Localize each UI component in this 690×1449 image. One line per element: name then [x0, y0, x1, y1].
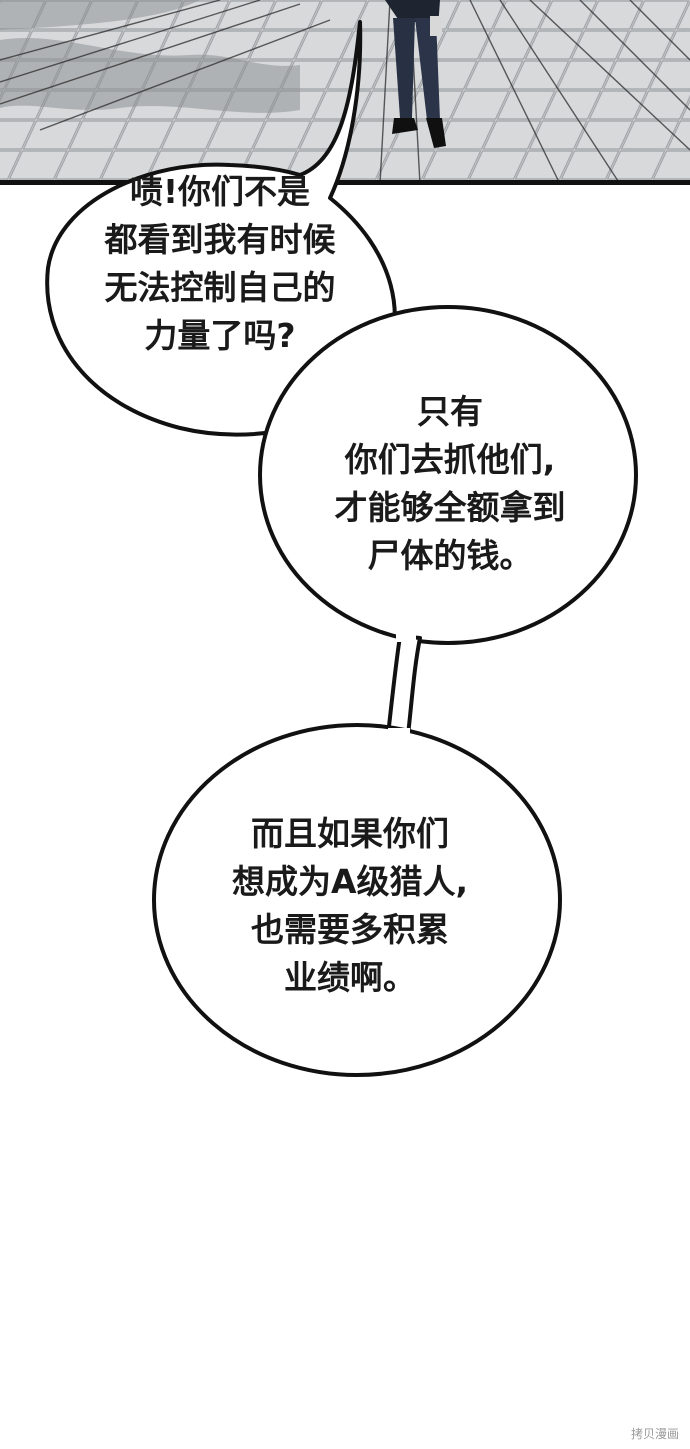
- speech-line: 你们去抓他们,: [344, 440, 556, 479]
- speech-line: 而且如果你们: [251, 814, 449, 853]
- speech-line: 尸体的钱。: [367, 536, 533, 575]
- watermark: 拷贝漫画: [627, 1424, 682, 1443]
- speech-line: 啧!你们不是: [129, 172, 311, 211]
- speech-line: 力量了吗?: [144, 316, 296, 355]
- speech-text-3: 而且如果你们 想成为A级猎人, 也需要多积累 业绩啊。: [200, 810, 500, 1002]
- speech-text-1: 啧!你们不是 都看到我有时候 无法控制自己的 力量了吗?: [60, 168, 380, 360]
- speech-line: 只有: [417, 392, 483, 431]
- balloon-connector: [386, 634, 422, 737]
- speech-line: 也需要多积累: [251, 910, 449, 949]
- figure-legs: [385, 0, 446, 148]
- comic-panel-top: [0, 0, 690, 184]
- speech-line: 才能够全额拿到: [334, 488, 566, 527]
- speech-line: 业绩啊。: [284, 958, 416, 997]
- speech-line: 想成为A级猎人,: [231, 862, 469, 901]
- speech-line: 都看到我有时候: [104, 220, 336, 259]
- tiled-floor-illustration: [0, 0, 690, 184]
- speech-text-2: 只有 你们去抓他们, 才能够全额拿到 尸体的钱。: [290, 388, 610, 580]
- speech-line: 无法控制自己的: [104, 268, 336, 307]
